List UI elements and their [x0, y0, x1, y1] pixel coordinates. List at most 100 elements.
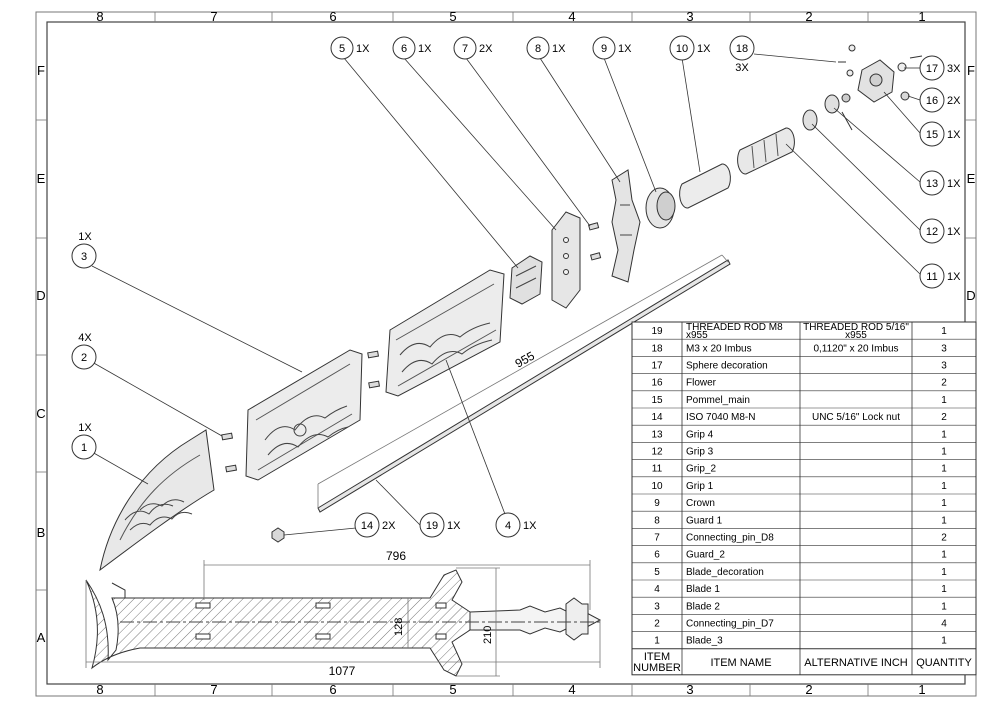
- bom-item-number: 15: [651, 395, 663, 406]
- balloon-number: 10: [676, 43, 688, 55]
- bom-header-item-name: ITEM NAME: [710, 657, 771, 669]
- balloon-12: 12 1X: [919, 218, 961, 244]
- bom-alt-inch: THREADED ROD 5/16": [803, 322, 909, 333]
- part-blade-decoration: [509, 255, 543, 305]
- bom-item-number: 1: [654, 636, 660, 647]
- balloon-qty: 2X: [947, 95, 961, 107]
- zone-col-bottom: 6: [329, 682, 336, 697]
- part-guard-1: [611, 169, 641, 283]
- bom-alt-inch: x955: [845, 330, 867, 341]
- balloon-number: 5: [339, 43, 345, 55]
- bom-item-number: 19: [651, 326, 663, 337]
- balloon-number: 2: [81, 352, 87, 364]
- balloon-number: 12: [926, 226, 938, 238]
- bom-item-name: M3 x 20 Imbus: [686, 343, 752, 354]
- bom-header-item-number: NUMBER: [633, 662, 681, 674]
- zone-col-bottom: 1: [918, 682, 925, 697]
- part-flower: [900, 91, 910, 101]
- balloon-qty: 1X: [618, 43, 632, 55]
- bom-quantity: 1: [941, 498, 947, 509]
- bom-quantity: 1: [941, 326, 947, 337]
- balloon-qty: 2X: [479, 43, 493, 55]
- section-dimensions: [85, 560, 601, 677]
- zone-row-right: E: [967, 171, 976, 186]
- zone-row-left: C: [36, 406, 45, 421]
- zone-row-right: D: [966, 288, 975, 303]
- balloon-2: 4X 2: [71, 332, 97, 370]
- bom-item-name: Grip_2: [686, 464, 716, 475]
- balloon-19: 19 1X: [419, 512, 461, 538]
- zone-col-bottom: 7: [210, 682, 217, 697]
- leader-lines: [91, 53, 921, 536]
- balloon-5: 5 1X: [330, 36, 370, 60]
- zone-row-left: E: [37, 171, 46, 186]
- balloon-number: 18: [736, 43, 748, 55]
- balloon-number: 3: [81, 251, 87, 263]
- bom-quantity: 4: [941, 619, 947, 630]
- part-blade-1: [385, 269, 505, 397]
- bom-item-name: Guard 1: [686, 515, 723, 526]
- zone-col-bottom: 3: [686, 682, 693, 697]
- part-grip-4: [824, 93, 851, 114]
- bom-header-item-number: ITEM: [644, 651, 670, 663]
- blade-length-value: 796: [386, 549, 406, 563]
- bom-header-alt-inch: ALTERNATIVE INCH: [804, 657, 908, 669]
- bom-item-name: ISO 7040 M8-N: [686, 412, 755, 423]
- zone-row-right: F: [967, 63, 975, 78]
- zone-col-top: 5: [449, 9, 456, 24]
- balloon-qty: 1X: [697, 43, 711, 55]
- bom-item-number: 9: [654, 498, 660, 509]
- balloon-group: 5 1X 6 1X 7 2X 8 1X 9 1X 10: [71, 35, 961, 538]
- bom-item-name: Blade 1: [686, 584, 720, 595]
- balloon-qty: 4X: [78, 332, 92, 344]
- bom-item-name: x955: [686, 330, 708, 341]
- bom-quantity: 1: [941, 515, 947, 526]
- bom-item-number: 3: [654, 601, 660, 612]
- bom-item-name: Guard_2: [686, 550, 725, 561]
- balloon-4: 4 1X: [495, 512, 537, 538]
- bom-item-number: 4: [654, 584, 660, 595]
- blade-height-value: 128: [393, 618, 405, 636]
- bom-quantity: 2: [941, 533, 947, 544]
- balloon-qty: 1X: [947, 129, 961, 141]
- bom-quantity: 1: [941, 395, 947, 406]
- part-connecting-pin-d8: [588, 222, 602, 261]
- zone-col-top: 7: [210, 9, 217, 24]
- bom-quantity: 1: [941, 636, 947, 647]
- bom-quantity: 1: [941, 481, 947, 492]
- bom-quantity: 1: [941, 584, 947, 595]
- balloon-qty: 3X: [947, 63, 961, 75]
- bom-item-name: Blade_3: [686, 636, 723, 647]
- zone-row-left: A: [37, 630, 46, 645]
- balloon-qty: 1X: [552, 43, 566, 55]
- balloon-number: 17: [926, 63, 938, 75]
- bom-item-number: 2: [654, 619, 660, 630]
- balloon-11: 11 1X: [919, 263, 961, 289]
- overall-height-value: 210: [482, 626, 494, 644]
- part-sphere-decoration: [846, 44, 907, 77]
- part-grip-1: [679, 163, 731, 209]
- zone-row-left: F: [37, 63, 45, 78]
- bom-item-number: 5: [654, 567, 660, 578]
- bom-item-number: 7: [654, 533, 660, 544]
- exploded-view: [99, 44, 923, 572]
- balloon-number: 6: [401, 43, 407, 55]
- zone-col-top: 2: [805, 9, 812, 24]
- bom-quantity: 1: [941, 567, 947, 578]
- bom-quantity: 1: [941, 447, 947, 458]
- zone-col-top: 6: [329, 9, 336, 24]
- balloon-qty: 1X: [523, 520, 537, 532]
- bom-item-name: THREADED ROD M8: [686, 322, 783, 333]
- balloon-3: 1X 3: [71, 231, 97, 269]
- bom-item-name: Sphere decoration: [686, 361, 768, 372]
- bom-quantity: 1: [941, 601, 947, 612]
- balloon-number: 14: [361, 520, 373, 532]
- balloon-qty: 1X: [947, 226, 961, 238]
- bom-quantity: 1: [941, 429, 947, 440]
- balloon-6: 6 1X: [392, 36, 432, 60]
- zone-row-left: D: [36, 288, 45, 303]
- balloon-16: 16 2X: [919, 87, 961, 113]
- zone-col-top: 3: [686, 9, 693, 24]
- bom-quantity: 3: [941, 343, 947, 354]
- bom-item-name: Flower: [686, 378, 717, 389]
